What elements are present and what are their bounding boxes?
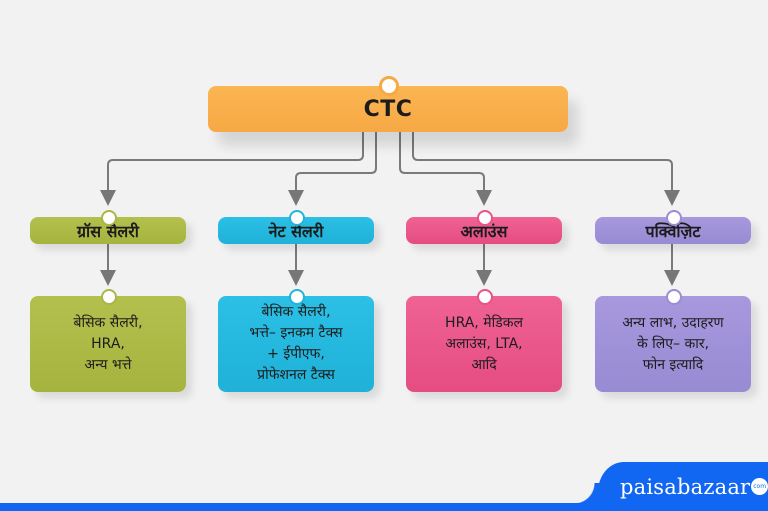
connector-knob-icon	[666, 289, 682, 305]
connector-knob-icon	[101, 210, 117, 226]
connector-knob-icon	[477, 289, 493, 305]
brand-suffix-badge: com	[751, 478, 768, 495]
branch-title: ग्रॉस सैलरी	[77, 221, 139, 241]
branch-header-net-salary: नेट सैलरी	[218, 210, 374, 244]
ctc-root-label: CTC	[363, 96, 413, 122]
connector-knob-icon	[289, 289, 305, 305]
connector-knob-icon	[379, 76, 399, 96]
detail-text: बेसिक सैलरी, भत्ते– इनकम टैक्स + ईपीएफ, …	[249, 304, 343, 383]
connector-knob-icon	[477, 210, 493, 226]
detail-box-gross-salary: बेसिक सैलरी, HRA, अन्य भत्ते	[30, 289, 186, 392]
connector-knob-icon	[101, 289, 117, 305]
detail-text: HRA, मेडिकल अलाउंस, LTA, आदि	[445, 314, 523, 373]
connector-knob-icon	[666, 210, 682, 226]
branch-title: नेट सैलरी	[268, 221, 324, 241]
detail-box-allowance: HRA, मेडिकल अलाउंस, LTA, आदि	[406, 289, 562, 392]
brand-name: paisabazaar	[620, 474, 751, 499]
branch-header-gross-salary: ग्रॉस सैलरी	[30, 210, 186, 244]
brand-logo: paisabazaar com	[574, 462, 768, 511]
connector-knob-icon	[289, 210, 305, 226]
branch-title: अलाउंस	[460, 221, 508, 241]
detail-text: बेसिक सैलरी, HRA, अन्य भत्ते	[73, 314, 143, 373]
footer-bar	[0, 503, 768, 511]
detail-box-perquisites: अन्य लाभ, उदाहरण के लिए– कार, फोन इत्याद…	[595, 289, 751, 392]
ctc-root-node: CTC	[208, 76, 568, 132]
branch-title: पर्क्विज़िट	[645, 221, 701, 241]
branch-header-allowance: अलाउंस	[406, 210, 562, 244]
detail-text: अन्य लाभ, उदाहरण के लिए– कार, फोन इत्याद…	[622, 314, 724, 373]
branch-header-perquisites: पर्क्विज़िट	[595, 210, 751, 244]
detail-box-net-salary: बेसिक सैलरी, भत्ते– इनकम टैक्स + ईपीएफ, …	[218, 289, 374, 392]
